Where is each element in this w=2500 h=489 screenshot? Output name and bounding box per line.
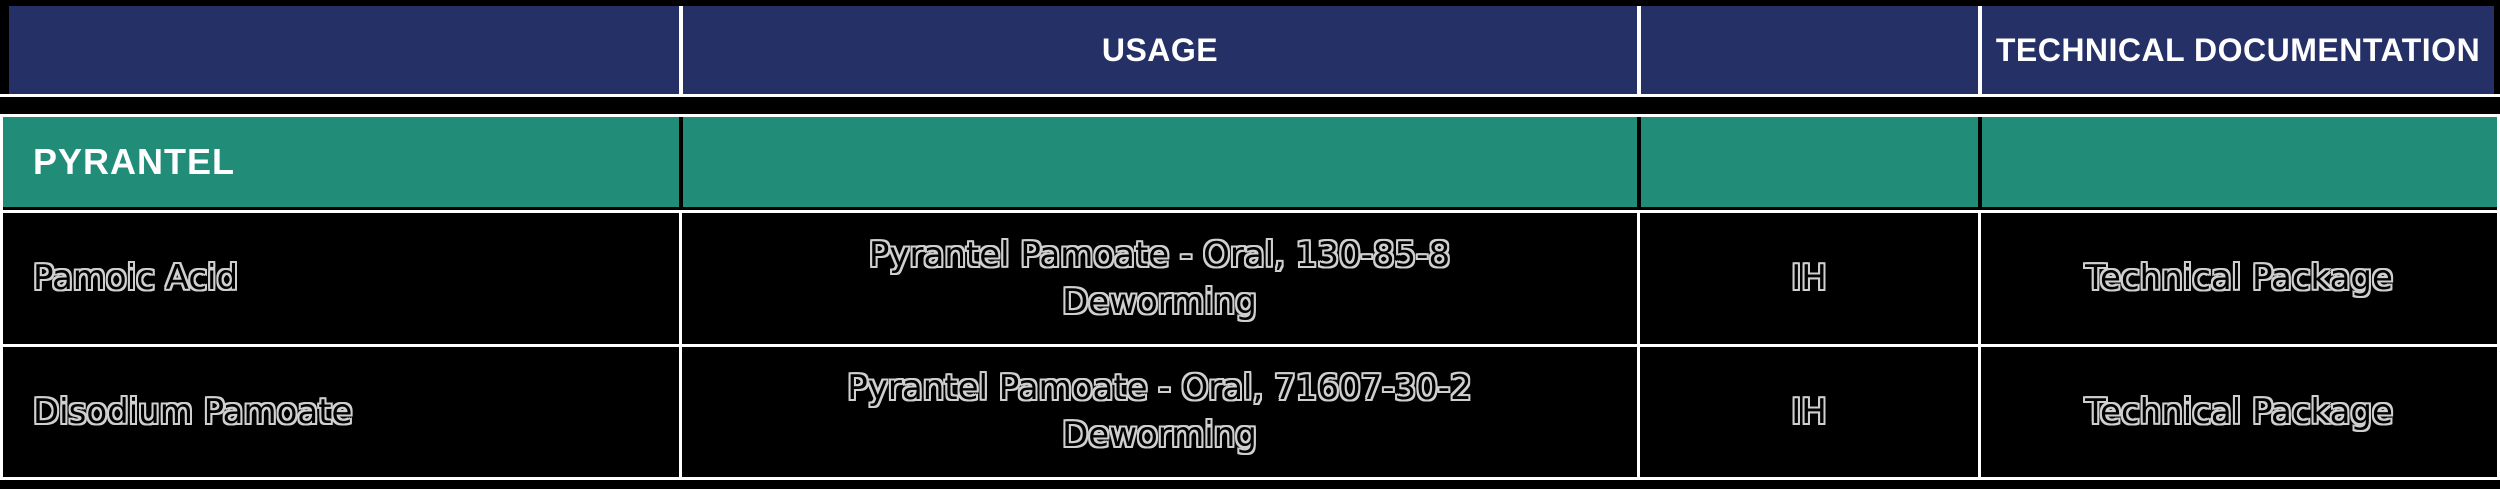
product-name-cell: Disodium Pamoate xyxy=(3,347,679,477)
header-cell-usage: USAGE xyxy=(679,6,1637,94)
usage-line-1: Pyrantel Pamoate - Oral, 71607-30-2 xyxy=(847,368,1472,409)
docs-cell: Technical Package xyxy=(1978,347,2497,477)
usage-line-1: Pyrantel Pamoate - Oral, 130-85-8 xyxy=(868,234,1451,275)
table-row: Disodium Pamoate Pyrantel Pamoate - Oral… xyxy=(3,347,2497,477)
section-header-row: PYRANTEL xyxy=(3,117,2497,207)
usage-text: Pyrantel Pamoate - Oral, 71607-30-2 Dewo… xyxy=(847,365,1471,459)
technical-package-link[interactable]: Technical Package xyxy=(2085,258,2393,299)
table-row: Pamoic Acid Pyrantel Pamoate - Oral, 130… xyxy=(3,213,2497,344)
docs-header-label: TECHNICAL DOCUMENTATION xyxy=(1995,31,2481,68)
technical-package-link[interactable]: Technical Package xyxy=(2085,391,2393,432)
usage-header-label: USAGE xyxy=(1101,31,1219,68)
section-empty-cell-usage xyxy=(679,117,1637,207)
usage-cell: Pyrantel Pamoate - Oral, 71607-30-2 Dewo… xyxy=(679,347,1637,477)
section-divider-white xyxy=(3,210,2497,213)
product-table: PYRANTEL Pamoic Acid Pyrantel Pamoate - … xyxy=(0,114,2500,480)
section-empty-cell-docs xyxy=(1978,117,2497,207)
section-divider-black xyxy=(3,207,2497,210)
usage-text: Pyrantel Pamoate - Oral, 130-85-8 Deworm… xyxy=(869,232,1450,326)
row-divider xyxy=(3,344,2497,347)
section-gap xyxy=(0,97,2500,114)
status-code: IH xyxy=(1791,258,1827,299)
usage-line-2: Deworming xyxy=(1062,415,1257,455)
header-cell-status xyxy=(1637,6,1978,94)
usage-cell: Pyrantel Pamoate - Oral, 130-85-8 Deworm… xyxy=(679,213,1637,344)
status-code: IH xyxy=(1791,391,1827,432)
table-header-row: USAGE TECHNICAL DOCUMENTATION xyxy=(9,6,2494,94)
header-cell-product xyxy=(9,6,679,94)
section-empty-cell-status xyxy=(1637,117,1978,207)
status-cell: IH xyxy=(1637,213,1978,344)
docs-cell: Technical Package xyxy=(1978,213,2497,344)
header-cell-docs: TECHNICAL DOCUMENTATION xyxy=(1978,6,2494,94)
section-title-cell: PYRANTEL xyxy=(3,117,679,207)
section-title: PYRANTEL xyxy=(33,141,236,182)
product-name: Pamoic Acid xyxy=(33,258,239,299)
usage-line-2: Deworming xyxy=(1062,281,1257,322)
status-cell: IH xyxy=(1637,347,1978,477)
header-bottom-rule xyxy=(0,94,2500,97)
product-name-cell: Pamoic Acid xyxy=(3,213,679,344)
product-name: Disodium Pamoate xyxy=(33,391,353,432)
